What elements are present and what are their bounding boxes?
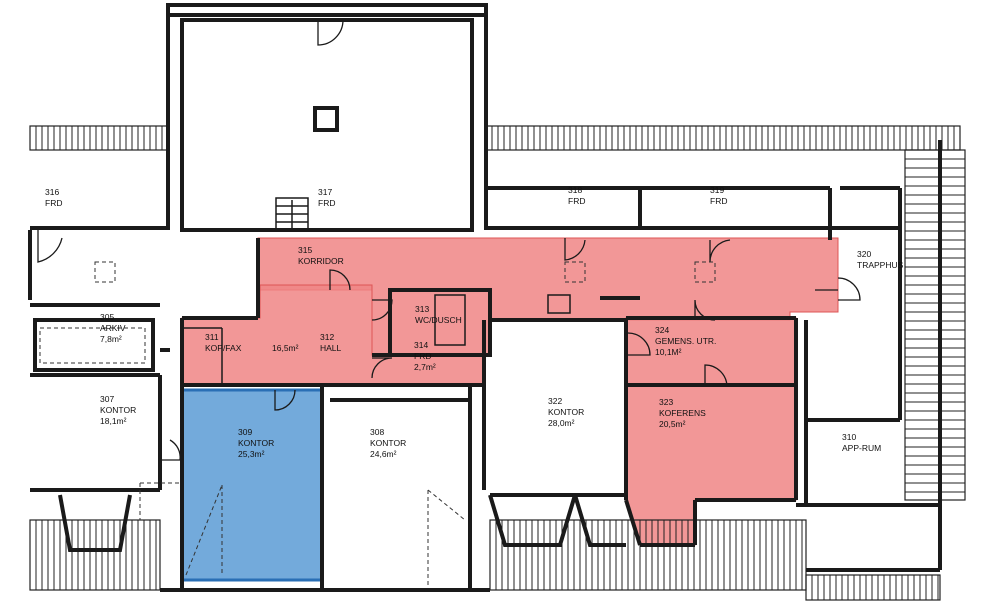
room-317-label-name: FRD bbox=[318, 198, 335, 208]
room-315-label-number: 315 bbox=[298, 245, 312, 255]
roof-hatch-strip bbox=[489, 519, 807, 591]
room-314-label-number: 314 bbox=[414, 340, 428, 350]
room-305-label-area: 7,8m² bbox=[100, 334, 122, 344]
room-316-label-number: 316 bbox=[45, 187, 59, 197]
room-323-label-number: 323 bbox=[659, 397, 673, 407]
highlight-zones bbox=[180, 237, 839, 582]
room-318-label-name: FRD bbox=[568, 196, 585, 206]
zone-rooms-323-324 bbox=[625, 317, 797, 546]
room-308-label-name: KONTOR bbox=[370, 438, 406, 448]
room-307-label-name: KONTOR bbox=[100, 405, 136, 415]
room-310-label-number: 310 bbox=[842, 432, 856, 442]
room-308-label-area: 24,6m² bbox=[370, 449, 397, 459]
room-305-label-name: ARKIV bbox=[100, 323, 126, 333]
room-312-label-name: HALL bbox=[320, 343, 342, 353]
room-323-label-name: KOFERENS bbox=[659, 408, 706, 418]
room-324-label-number: 324 bbox=[655, 325, 669, 335]
room-323-label-area: 20,5m² bbox=[659, 419, 686, 429]
room-322-label-name: KONTOR bbox=[548, 407, 584, 417]
room-324-label-area: 10,1M² bbox=[655, 347, 682, 357]
room-322-label-number: 322 bbox=[548, 396, 562, 406]
walls bbox=[28, 3, 942, 592]
room-311-label-name: KOP/FAX bbox=[205, 343, 242, 353]
room-309-label-name: KONTOR bbox=[238, 438, 274, 448]
room-324-label-name: GEMENS. UTR. bbox=[655, 336, 716, 346]
roof-hatch-strip bbox=[485, 125, 961, 151]
room-307-label-number: 307 bbox=[100, 394, 114, 404]
room-317-label-number: 317 bbox=[318, 187, 332, 197]
room-316-label-name: FRD bbox=[45, 198, 62, 208]
room-315-label-name: KORRIDOR bbox=[298, 256, 344, 266]
room-313-label-name: WC/DUSCH bbox=[415, 315, 462, 325]
roof-hatch-strip bbox=[904, 149, 966, 501]
roof-hatch-strip bbox=[805, 574, 941, 601]
room-318-label-number: 318 bbox=[568, 185, 582, 195]
room-309-label-area: 25,3m² bbox=[238, 449, 265, 459]
room-310-label-name: APP-RUM bbox=[842, 443, 881, 453]
room-314-label-area: 2,7m² bbox=[414, 362, 436, 372]
dashed-elements bbox=[39, 261, 716, 585]
room-labels: 316FRD317FRD318FRD319FRD320TRAPPHUS315KO… bbox=[45, 185, 904, 459]
roof-hatch-strip bbox=[29, 519, 161, 591]
roof-hatching bbox=[29, 125, 966, 601]
room-314-label-name: FRD bbox=[414, 351, 431, 361]
room-320-label-number: 320 bbox=[857, 249, 871, 259]
room-305-label-number: 305 bbox=[100, 312, 114, 322]
room-320-label-name: TRAPPHUS bbox=[857, 260, 904, 270]
room-319-label-number: 319 bbox=[710, 185, 724, 195]
roof-hatch-strip bbox=[29, 125, 169, 151]
room-312-label-number: 312 bbox=[320, 332, 334, 342]
room-313-label-number: 313 bbox=[415, 304, 429, 314]
room-322-label-area: 28,0m² bbox=[548, 418, 575, 428]
room-307-label-area: 18,1m² bbox=[100, 416, 127, 426]
doors bbox=[37, 19, 861, 461]
zone-kontor-309 bbox=[180, 388, 324, 582]
room-312-label-area: 16,5m² bbox=[272, 343, 299, 353]
room-308-label-number: 308 bbox=[370, 427, 384, 437]
room-309-label-number: 309 bbox=[238, 427, 252, 437]
room-319-label-name: FRD bbox=[710, 196, 727, 206]
room-311-label-number: 311 bbox=[205, 332, 219, 342]
stair-317 bbox=[275, 197, 309, 231]
